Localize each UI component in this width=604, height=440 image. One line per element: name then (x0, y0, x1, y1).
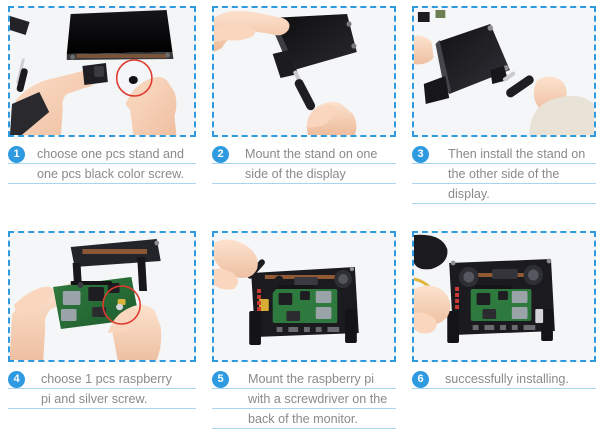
caption-text: side of the display (245, 167, 346, 181)
step-3: 3 Then install the stand on the other si… (404, 0, 604, 225)
step-4: 4 choose 1 pcs raspberry pi and silver s… (0, 225, 204, 440)
photo-step-1-illustration (10, 8, 194, 135)
caption-line: display. (412, 184, 596, 204)
photo-step-6 (412, 231, 596, 362)
caption-line: 5 Mount the raspberry pi (212, 369, 396, 389)
caption-line: side of the display (212, 164, 396, 184)
caption-text: back of the monitor. (248, 412, 358, 426)
caption-text: the other side of the (448, 167, 560, 181)
step-number-badge: 3 (412, 146, 429, 163)
step-number-badge: 1 (8, 146, 25, 163)
caption-line: with a screwdriver on the (212, 389, 396, 409)
caption-line: the other side of the (412, 164, 596, 184)
caption-text: Mount the stand on one (245, 147, 378, 161)
step-number-badge: 2 (212, 146, 229, 163)
caption-step-6: 6 successfully installing. (412, 369, 596, 389)
caption-text: display. (448, 187, 490, 201)
caption-text: successfully installing. (445, 372, 569, 386)
caption-step-2: 2 Mount the stand on one side of the dis… (212, 144, 396, 184)
caption-step-3: 3 Then install the stand on the other si… (412, 144, 596, 204)
caption-line: 6 successfully installing. (412, 369, 596, 389)
photo-step-4 (8, 231, 196, 362)
photo-step-5-illustration (214, 233, 394, 360)
caption-line: 3 Then install the stand on (412, 144, 596, 164)
caption-line: pi and silver screw. (8, 389, 196, 409)
caption-line: 4 choose 1 pcs raspberry (8, 369, 196, 389)
step-number-badge: 5 (212, 371, 229, 388)
caption-step-1: 1 choose one pcs stand and one pcs black… (8, 144, 196, 184)
step-1: 1 choose one pcs stand and one pcs black… (0, 0, 204, 225)
step-number-badge: 6 (412, 371, 429, 388)
photo-step-1 (8, 6, 196, 137)
photo-step-3-illustration (414, 8, 594, 135)
photo-step-3 (412, 6, 596, 137)
caption-line: 1 choose one pcs stand and (8, 144, 196, 164)
photo-step-4-illustration (10, 233, 194, 360)
caption-text: one pcs black color screw. (37, 167, 184, 181)
photo-step-2-illustration (214, 8, 394, 135)
caption-line: back of the monitor. (212, 409, 396, 429)
caption-text: Mount the raspberry pi (248, 372, 374, 386)
caption-step-4: 4 choose 1 pcs raspberry pi and silver s… (8, 369, 196, 409)
photo-step-5 (212, 231, 396, 362)
caption-text: with a screwdriver on the (248, 392, 388, 406)
photo-step-6-illustration (414, 233, 594, 360)
caption-line: one pcs black color screw. (8, 164, 196, 184)
caption-line: 2 Mount the stand on one (212, 144, 396, 164)
step-2: 2 Mount the stand on one side of the dis… (204, 0, 404, 225)
caption-text: choose one pcs stand and (37, 147, 185, 161)
caption-step-5: 5 Mount the raspberry pi with a screwdri… (212, 369, 396, 429)
step-6: 6 successfully installing. (404, 225, 604, 440)
caption-text: choose 1 pcs raspberry (41, 372, 172, 386)
step-5: 5 Mount the raspberry pi with a screwdri… (204, 225, 404, 440)
caption-text: pi and silver screw. (41, 392, 148, 406)
photo-step-2 (212, 6, 396, 137)
caption-text: Then install the stand on (448, 147, 586, 161)
step-number-badge: 4 (8, 371, 25, 388)
